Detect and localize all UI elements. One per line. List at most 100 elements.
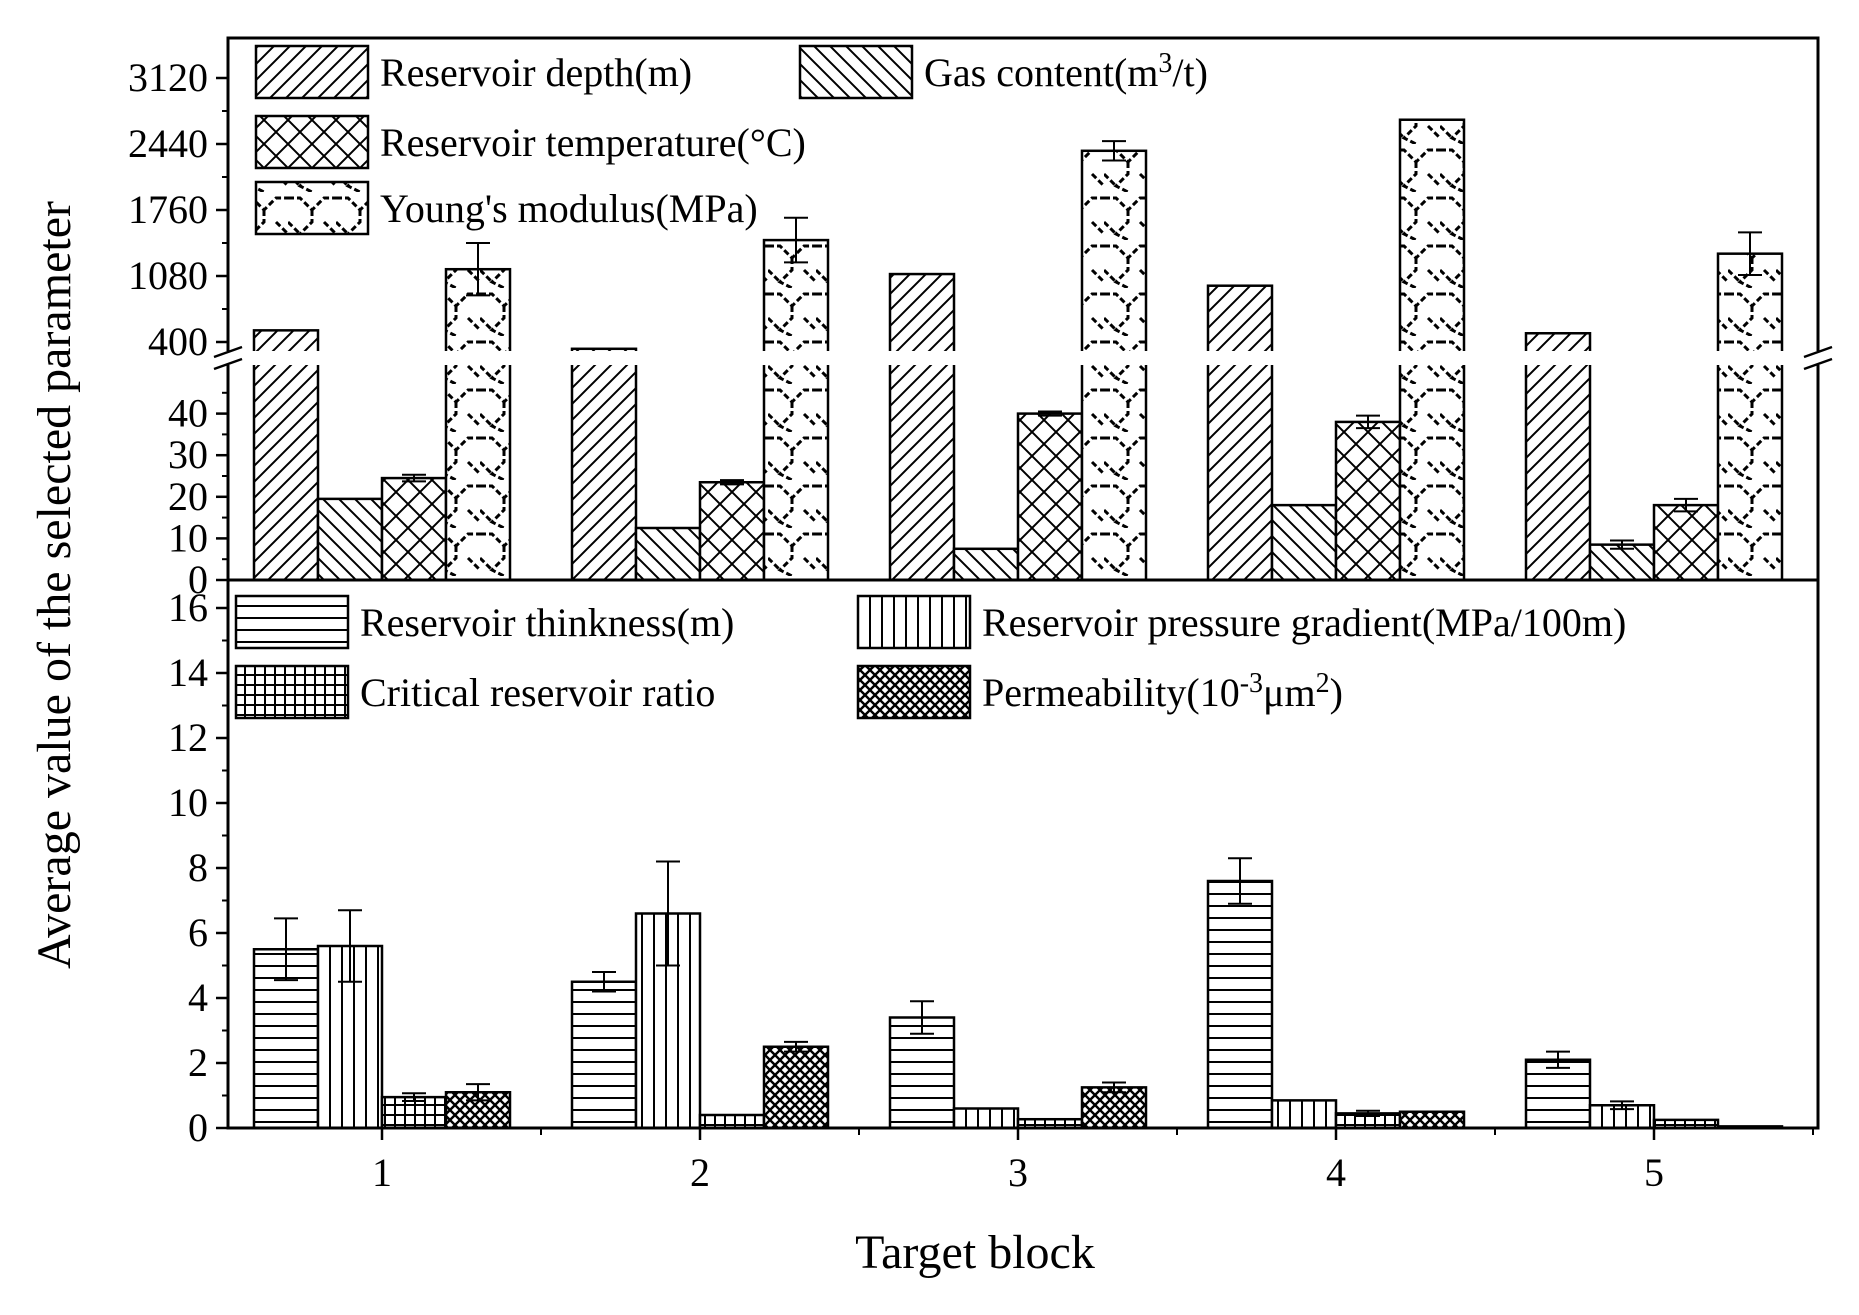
y-tick-label: 40 [168, 391, 208, 436]
y-tick-label: 10 [168, 780, 208, 825]
bar-lower-s4-c2 [762, 1045, 830, 1130]
legend-item-lower-3: Critical reservoir ratio [234, 664, 715, 720]
bar-lower-s4-c3 [1080, 1086, 1148, 1130]
legend-label: Young's modulus(MPa) [380, 186, 758, 231]
error-bar-lower-s2-c5 [1610, 1100, 1634, 1111]
y-tick-label: 4 [188, 975, 208, 1020]
legend-label: Gas content(m3/t) [924, 48, 1208, 95]
error-bar-lower-s3-c4 [1356, 1109, 1380, 1117]
upper-panel-bars [230, 118, 1816, 582]
bar-upper-s1-c2 [570, 347, 638, 582]
legend-item-lower-1: Reservoir thinkness(m) [234, 594, 734, 650]
legend-swatch [234, 594, 350, 650]
bar-upper-s4-c2 [762, 238, 830, 582]
error-bar-lower-s1-c2 [592, 971, 616, 993]
error-bar-lower-s1-c4 [1228, 857, 1252, 905]
bar-upper-s2-c4 [1270, 503, 1338, 582]
bar-upper-s1-c1 [252, 329, 320, 582]
x-tick-label: 2 [690, 1150, 710, 1195]
bar-upper-s2-c2 [634, 526, 702, 582]
legend-label-part: /t) [1172, 50, 1208, 95]
bar-upper-s3-c5 [1652, 503, 1720, 582]
error-bar-lower-s4-c1 [466, 1083, 490, 1102]
y-tick-label: 0 [188, 557, 208, 602]
bar-lower-s1-c5 [1524, 1058, 1592, 1130]
legend-item-lower-2: Reservoir pressure gradient(MPa/100m) [856, 594, 1626, 650]
bar-upper-s4-c3 [1080, 149, 1148, 582]
bar-upper-s1-c4 [1206, 284, 1274, 582]
error-bar-upper-s4-c5 [1738, 231, 1762, 277]
x-axis-title: Target block [855, 1226, 1095, 1279]
axes-layer: 4001080176024403120010203040024681012141… [128, 36, 1834, 1195]
legend-label: Reservoir thinkness(m) [360, 600, 734, 645]
legend-swatch [798, 44, 914, 100]
legend-label-part: Gas content(m [924, 50, 1158, 95]
x-tick-label: 3 [1008, 1150, 1028, 1195]
x-axis: 1 2 3 4 5 [372, 1128, 1814, 1195]
bar-upper-s2-c5 [1588, 543, 1656, 582]
lower-panel-frame [226, 578, 1820, 1130]
legend-label-part: Reservoir thinkness(m) [360, 600, 734, 645]
bar-lower-s1-c2 [570, 980, 638, 1130]
error-bar-upper-s4-c1 [466, 242, 490, 297]
y-tick-label: 30 [168, 432, 208, 477]
bars-layer [230, 118, 1816, 1130]
axis-break-slash-bottom [213, 357, 243, 371]
bar-upper-s3-c1 [380, 476, 448, 582]
legend-swatch [234, 664, 350, 720]
bar-upper-s3-c3 [1016, 412, 1084, 582]
y-tick-label: 3120 [128, 55, 208, 100]
error-bar-lower-s1-c3 [910, 1000, 934, 1035]
bar-upper-s2-c3 [952, 547, 1020, 582]
legend-label-part: Reservoir temperature(°C) [380, 120, 806, 165]
axis-break-gap [230, 351, 1816, 365]
legend-label-superscript: -3 [1240, 668, 1263, 699]
y-tick-label: 16 [168, 585, 208, 630]
axis-break-right [1802, 345, 1834, 371]
bar-lower-s4-c4 [1398, 1110, 1466, 1130]
legend-item-upper-4: Young's modulus(MPa) [254, 180, 758, 236]
legend-swatch [254, 180, 370, 236]
axis-break-left [212, 345, 244, 371]
legend-item-lower-4: Permeability(10-3μm2) [856, 664, 1343, 720]
y-tick-label: 8 [188, 845, 208, 890]
y-tick-label: 12 [168, 715, 208, 760]
error-bar-lower-s1-c1 [274, 917, 298, 982]
legend-swatch [254, 114, 370, 170]
legend-label-part: Reservoir pressure gradient(MPa/100m) [982, 600, 1626, 645]
error-bar-lower-s3-c1 [402, 1092, 426, 1103]
error-bar-upper-s3-c4 [1356, 414, 1380, 430]
legend-label: Reservoir temperature(°C) [380, 120, 806, 165]
legend-label-superscript: 3 [1158, 48, 1172, 79]
error-bar-lower-s2-c1 [338, 909, 362, 983]
legend-label-superscript: 2 [1316, 668, 1330, 699]
y-axis-title: Average value of the selected parameter [28, 201, 81, 969]
legend-label: Reservoir depth(m) [380, 50, 692, 95]
bar-upper-s3-c2 [698, 480, 766, 582]
bar-upper-s2-c1 [316, 497, 384, 582]
y-tick-label: 20 [168, 474, 208, 519]
y-tick-label: 6 [188, 910, 208, 955]
error-bar-upper-s2-c5 [1610, 539, 1634, 550]
y-tick-label: 10 [168, 515, 208, 560]
x-tick-label: 4 [1326, 1150, 1346, 1195]
y-tick-label: 2 [188, 1040, 208, 1085]
legend-swatch [856, 664, 972, 720]
bar-lower-s2-c3 [952, 1107, 1020, 1130]
bar-lower-s3-c2 [698, 1113, 766, 1130]
x-tick-label: 1 [372, 1150, 392, 1195]
axis-break-slash-top [213, 345, 243, 359]
legend-lower: Reservoir thinkness(m) Reservoir pressure… [234, 594, 1626, 720]
y-tick-label: 2440 [128, 121, 208, 166]
y-tick-label: 1080 [128, 253, 208, 298]
legend-label: Critical reservoir ratio [360, 670, 715, 715]
bar-lower-s1-c4 [1206, 879, 1274, 1130]
legend-swatch [254, 44, 370, 100]
legend-label-part: Critical reservoir ratio [360, 670, 715, 715]
x-tick-label: 5 [1644, 1150, 1664, 1195]
error-bar-upper-s3-c1 [402, 473, 426, 483]
legend-layer: Reservoir depth(m) Gas content(m3/t) Reser… [234, 44, 1626, 720]
